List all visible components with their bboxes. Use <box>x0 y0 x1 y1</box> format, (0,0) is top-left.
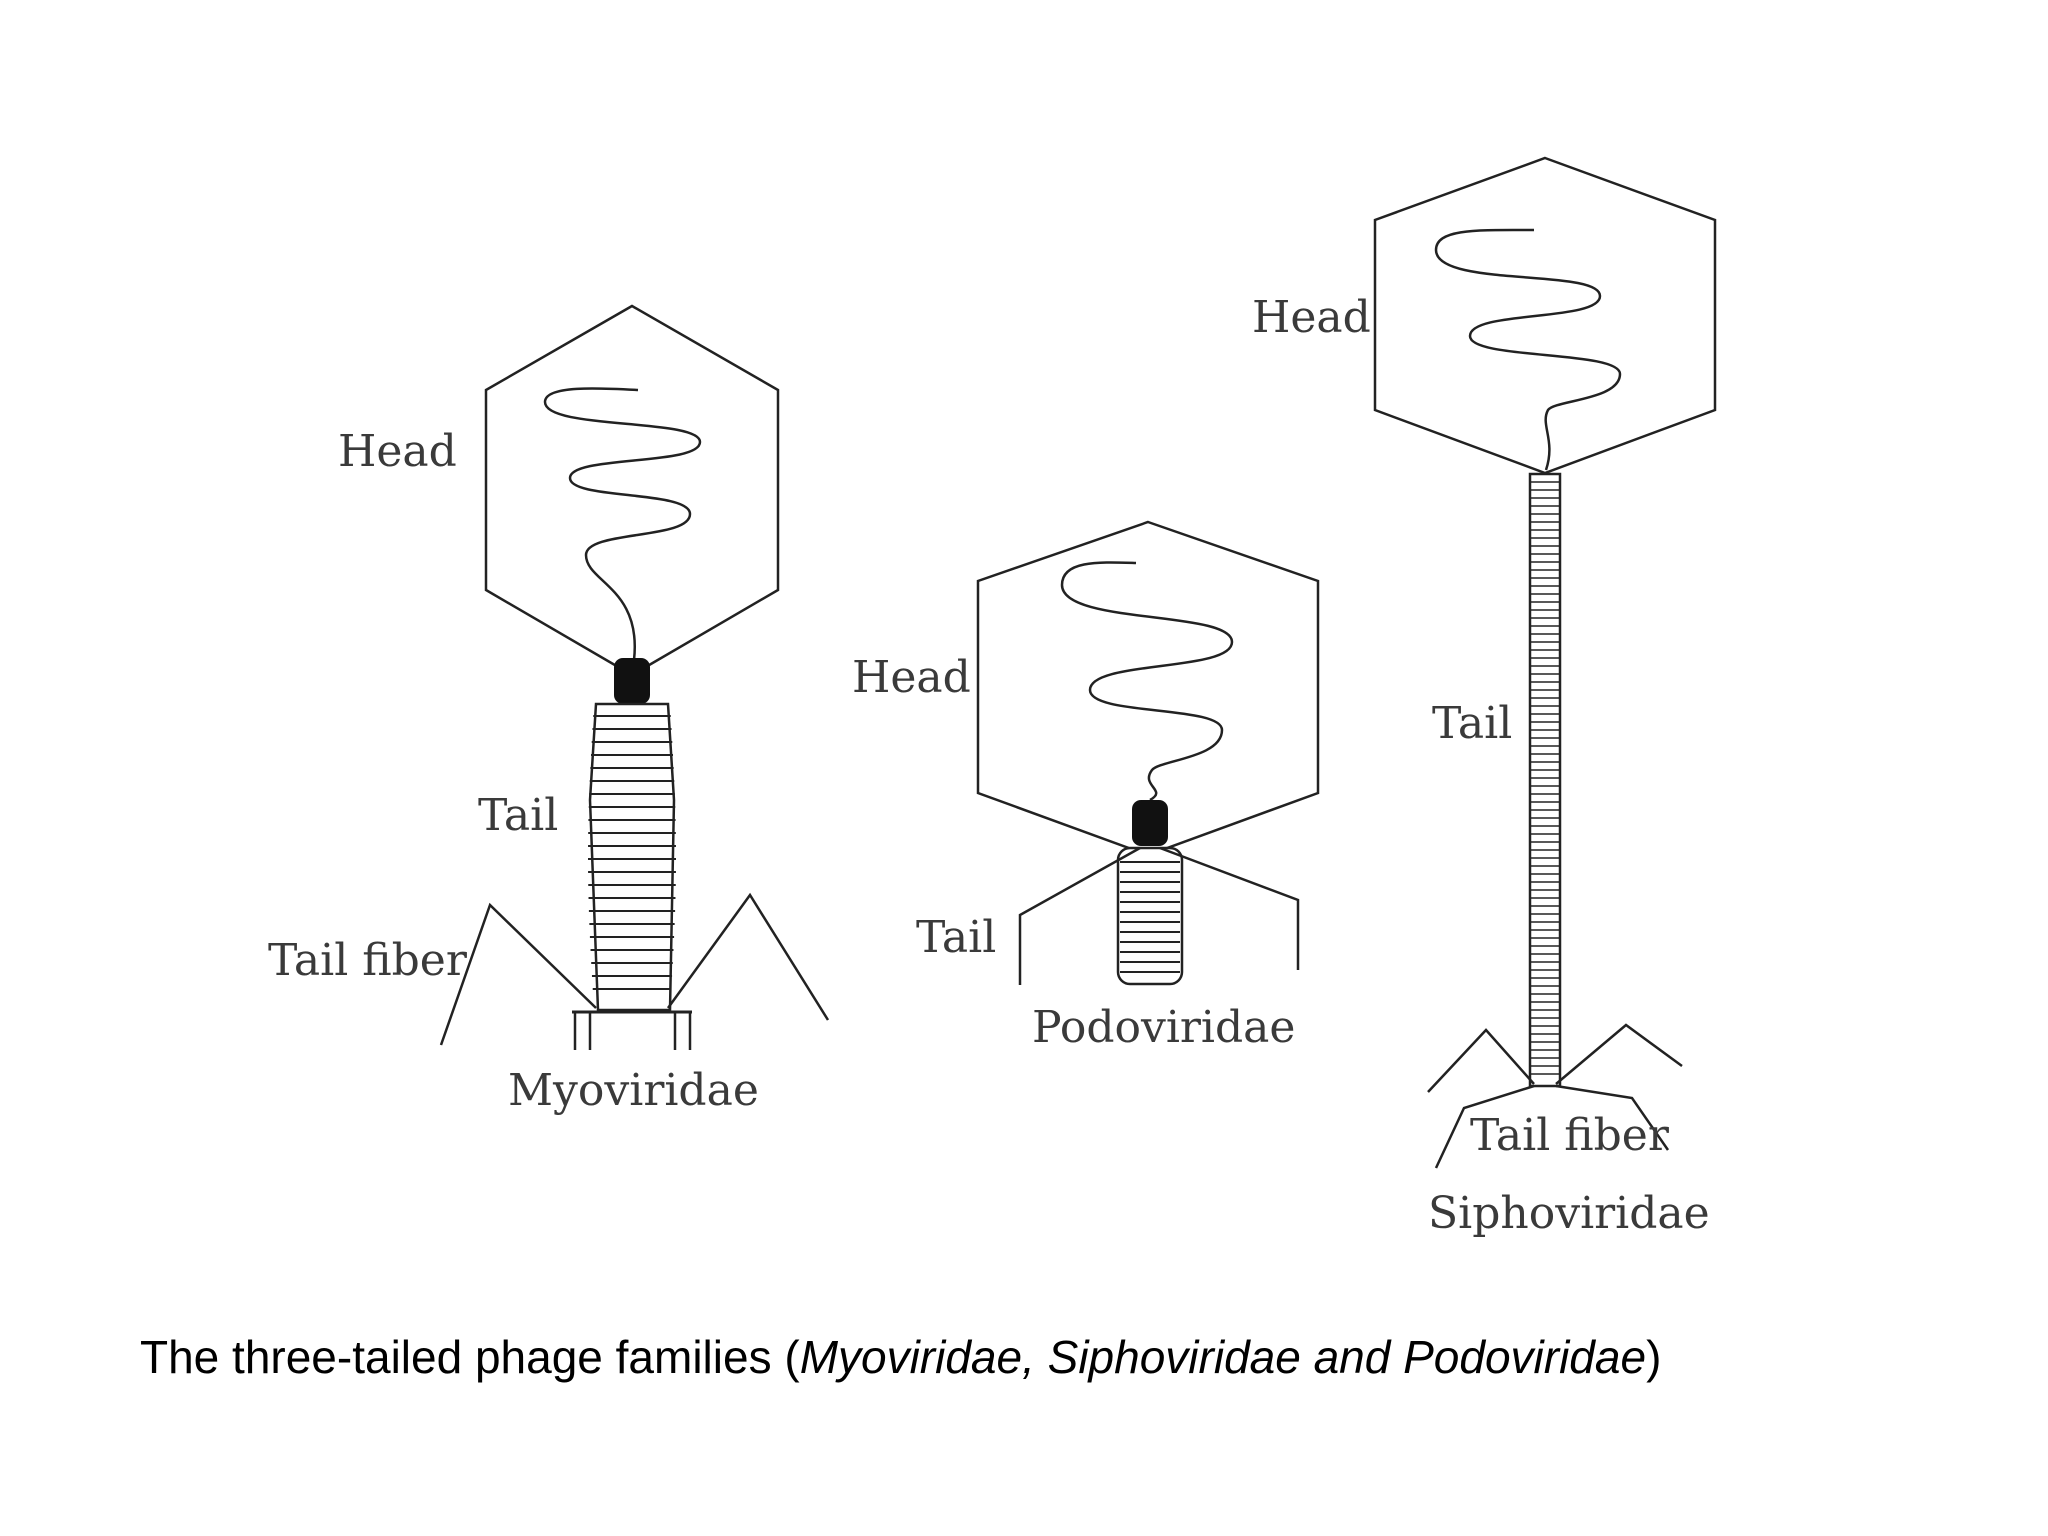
myoviridae-dna <box>543 387 702 661</box>
siphoviridae-tail-label: Tail <box>1432 698 1512 749</box>
siphoviridae-tail-fiber-left-upper <box>1427 1028 1535 1093</box>
myoviridae-baseplate-pins <box>573 1012 692 1050</box>
siphoviridae-tail-fiber-right-lower <box>1555 1084 1670 1151</box>
siphoviridae-name: Siphoviridae <box>1428 1188 1710 1239</box>
podoviridae-tail-fiber-right <box>1159 846 1300 970</box>
siphoviridae-tail-fiber-left-lower <box>1434 1084 1535 1169</box>
myoviridae-tail-fiber-label: Tail fiber <box>268 935 468 986</box>
siphoviridae-head-label: Head <box>1252 292 1371 343</box>
caption-prefix: The three-tailed phage families ( <box>140 1331 800 1383</box>
podoviridae-tail-fiber-left <box>1018 846 1141 985</box>
myoviridae-name: Myoviridae <box>508 1065 759 1116</box>
siphoviridae-tail-stripes <box>1531 481 1559 1075</box>
podoviridae-phage: Head Tail Podoviridae <box>852 520 1320 1053</box>
siphoviridae-phage: Head Tail Tail fiber Siphoviridae <box>1252 156 1717 1239</box>
myoviridae-head-label: Head <box>338 426 457 477</box>
podoviridae-head-label: Head <box>852 652 971 703</box>
myoviridae-tail-sheath <box>588 702 676 1012</box>
podoviridae-tail-stripes <box>1120 861 1180 973</box>
caption-families: Myoviridae, Siphoviridae and Podoviridae <box>799 1331 1647 1383</box>
myoviridae-phage: Head Tail Tail fiber Myoviridae <box>268 304 830 1116</box>
siphoviridae-tail-fiber-label: Tail fiber <box>1470 1110 1670 1161</box>
myoviridae-tail-label: Tail <box>478 790 558 841</box>
siphoviridae-tail <box>1528 472 1562 1088</box>
siphoviridae-tail-fiber-right-upper <box>1555 1023 1683 1085</box>
podoviridae-name: Podoviridae <box>1032 1002 1295 1053</box>
podoviridae-dna <box>1060 561 1234 802</box>
caption-suffix: ) <box>1646 1331 1662 1383</box>
myoviridae-collar <box>614 658 650 704</box>
myoviridae-tail-stripes <box>588 715 676 990</box>
figure-caption: The three-tailed phage families (Myoviri… <box>140 1330 1990 1384</box>
myoviridae-tail-fiber-left <box>439 902 597 1046</box>
podoviridae-tail <box>1116 846 1184 986</box>
podoviridae-collar <box>1132 800 1168 846</box>
podoviridae-tail-label: Tail <box>916 912 996 963</box>
myoviridae-tail-fiber-right <box>666 892 830 1021</box>
siphoviridae-dna <box>1434 228 1622 471</box>
